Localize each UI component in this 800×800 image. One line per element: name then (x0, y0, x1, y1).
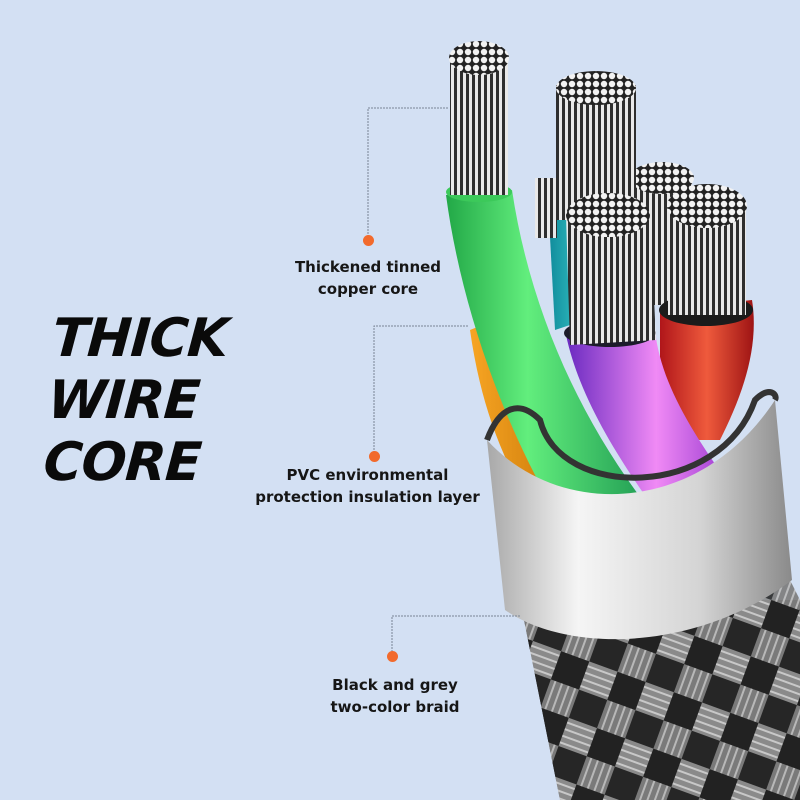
callout-dot-core (363, 235, 374, 246)
connector-braid (391, 615, 520, 652)
metal-sleeve (487, 400, 792, 640)
callout-braid-line-2: two-color braid (330, 698, 460, 716)
headline-line-1: THICK (50, 308, 230, 369)
wire-red (660, 300, 754, 440)
connector-pvc (373, 325, 468, 452)
headline-line-2: WIRE (45, 370, 202, 431)
callout-core-line-2: copper core (317, 280, 419, 298)
callout-dot-braid (387, 651, 398, 662)
callout-pvc-line-2: protection insulation layer (255, 488, 480, 506)
headline: THICK WIRE CORE (41, 308, 254, 494)
wire-green (446, 190, 650, 520)
callout-label-copper-core: Thickened tinned copper core (278, 256, 458, 300)
callout-braid-line-1: Black and grey (332, 676, 458, 694)
callout-pvc-line-1: PVC environmental (286, 466, 449, 484)
callout-core-line-1: Thickened tinned (294, 258, 442, 276)
callout-dot-pvc (369, 451, 380, 462)
callout-label-braid: Black and grey two-color braid (320, 674, 470, 718)
callout-label-pvc-insulation: PVC environmental protection insulation … (250, 464, 485, 508)
headline-line-3: CORE (41, 432, 203, 493)
connector-core (367, 107, 448, 236)
